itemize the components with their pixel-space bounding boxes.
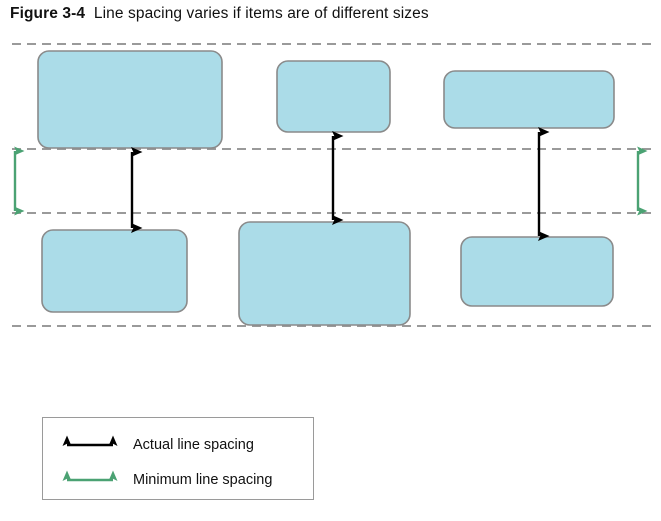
figure-caption: Figure 3-4 Line spacing varies if items … [10,5,655,23]
legend-label-actual: Actual line spacing [133,437,254,453]
legend: Actual line spacing Minimum line spacing [42,417,314,500]
figure-caption-text: Line spacing varies if items are of diff… [93,5,429,22]
legend-label-minimum: Minimum line spacing [133,472,273,488]
item-row2-col2 [238,221,411,326]
minimum-spacing-arrows-group [13,146,648,216]
figure-label: Figure 3-4 [10,5,86,22]
actual-line-spacing-arrow-icon [62,435,118,447]
minimum-line-spacing-arrow-icon [62,470,118,482]
item-row1-col2 [276,60,391,133]
item-row2-col3 [460,236,614,307]
actual-spacing-arrows-group [130,127,550,241]
item-row2-col1 [41,229,188,313]
item-row1-col3 [443,70,615,129]
legend-item-actual: Actual line spacing [43,430,315,460]
item-boxes-group [37,50,615,326]
legend-item-minimum: Minimum line spacing [43,465,315,495]
item-row1-col1 [37,50,223,149]
